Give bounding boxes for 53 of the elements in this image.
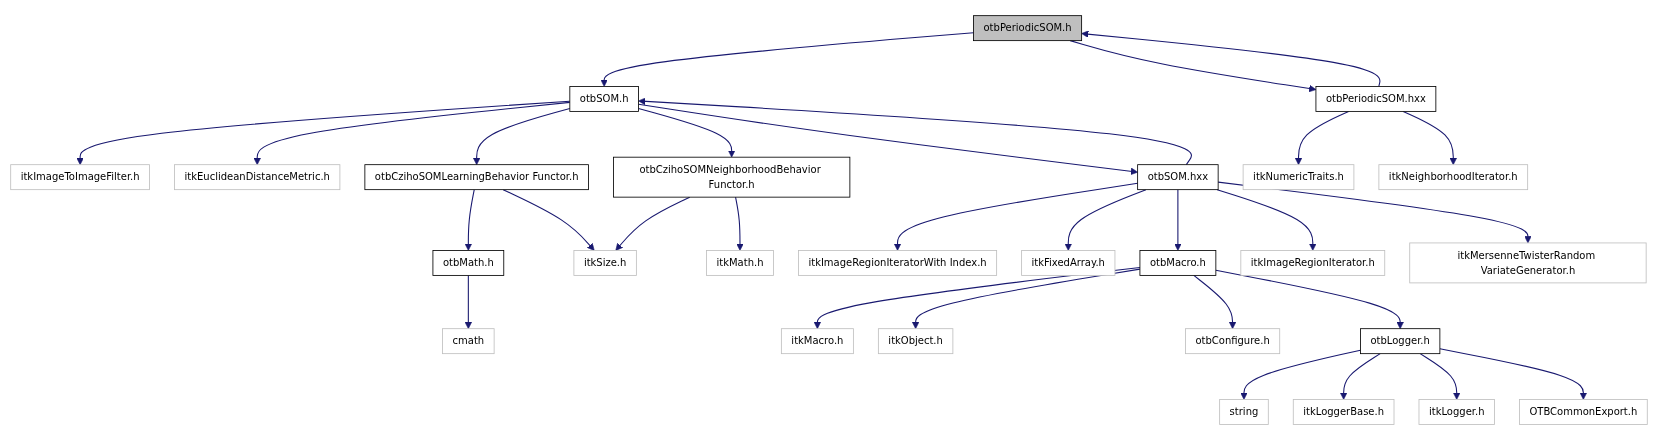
arrow bbox=[614, 196, 690, 251]
node-box: OTBCommonExport.h bbox=[1518, 399, 1648, 425]
arrow bbox=[734, 196, 744, 251]
arrow bbox=[1402, 110, 1457, 165]
node-box: otbLogger.h bbox=[1359, 328, 1440, 355]
node-box: cmath bbox=[441, 328, 495, 355]
arrow bbox=[472, 107, 570, 165]
node-box: itkFixedArray.h bbox=[1020, 249, 1115, 276]
arrow bbox=[911, 268, 1140, 329]
arrow bbox=[76, 100, 570, 165]
arrow bbox=[1192, 274, 1236, 329]
node-box: otbMacro.h bbox=[1139, 249, 1216, 276]
node-box: itkEuclideanDistanceMetric.h bbox=[173, 164, 340, 191]
node-box: itkMersenneTwisterRandom VariateGenerator.h bbox=[1408, 242, 1647, 284]
arrow bbox=[1339, 353, 1381, 400]
node-box: itkSize.h bbox=[573, 249, 637, 276]
arrow bbox=[1080, 30, 1381, 87]
node-box: otbPeriodicSOM.h bbox=[972, 15, 1082, 41]
node-box: otbMath.h bbox=[432, 249, 504, 276]
node-box: itkNumericTraits.h bbox=[1242, 164, 1354, 191]
arrow bbox=[253, 101, 570, 165]
arrow bbox=[1239, 349, 1361, 400]
node-box: itkImageRegionIterator.h bbox=[1239, 249, 1385, 276]
node-box: otbSOM.hxx bbox=[1136, 164, 1219, 191]
arrow bbox=[1438, 348, 1587, 400]
arrow bbox=[1064, 189, 1146, 251]
arrow bbox=[464, 189, 475, 251]
arrow bbox=[1419, 353, 1460, 400]
arrow bbox=[637, 97, 1192, 166]
arrow bbox=[502, 189, 595, 251]
arrow bbox=[637, 107, 735, 158]
arrow bbox=[464, 274, 472, 329]
node-box: itkLogger.h bbox=[1418, 399, 1495, 425]
node-box: otbConfigure.h bbox=[1184, 328, 1280, 355]
arrow bbox=[1216, 189, 1316, 251]
arrow bbox=[1173, 189, 1182, 251]
node-box: string bbox=[1218, 399, 1269, 425]
node-box: itkObject.h bbox=[877, 328, 953, 355]
node-box: otbPeriodicSOM.hxx bbox=[1315, 85, 1436, 112]
arrow bbox=[1294, 110, 1349, 165]
arrow bbox=[893, 182, 1138, 251]
node-box: otbCzihoSOMLearningBehavior Functor.h bbox=[363, 164, 589, 191]
node-box: otbSOM.h bbox=[568, 85, 639, 112]
node-box: itkNeighborhoodIterator.h bbox=[1377, 164, 1528, 191]
node-box: itkLoggerBase.h bbox=[1292, 399, 1394, 425]
node-box: itkMacro.h bbox=[780, 328, 854, 355]
node-box: itkImageToImageFilter.h bbox=[9, 164, 150, 191]
arrow bbox=[1214, 269, 1404, 329]
node-box: otbCzihoSOMNeighborhoodBehavior Functor.h bbox=[612, 156, 850, 198]
node-box: itkImageRegionIteratorWith Index.h bbox=[797, 249, 997, 276]
node-box: itkMath.h bbox=[705, 249, 774, 276]
arrow bbox=[637, 103, 1138, 175]
arrow bbox=[600, 32, 974, 87]
